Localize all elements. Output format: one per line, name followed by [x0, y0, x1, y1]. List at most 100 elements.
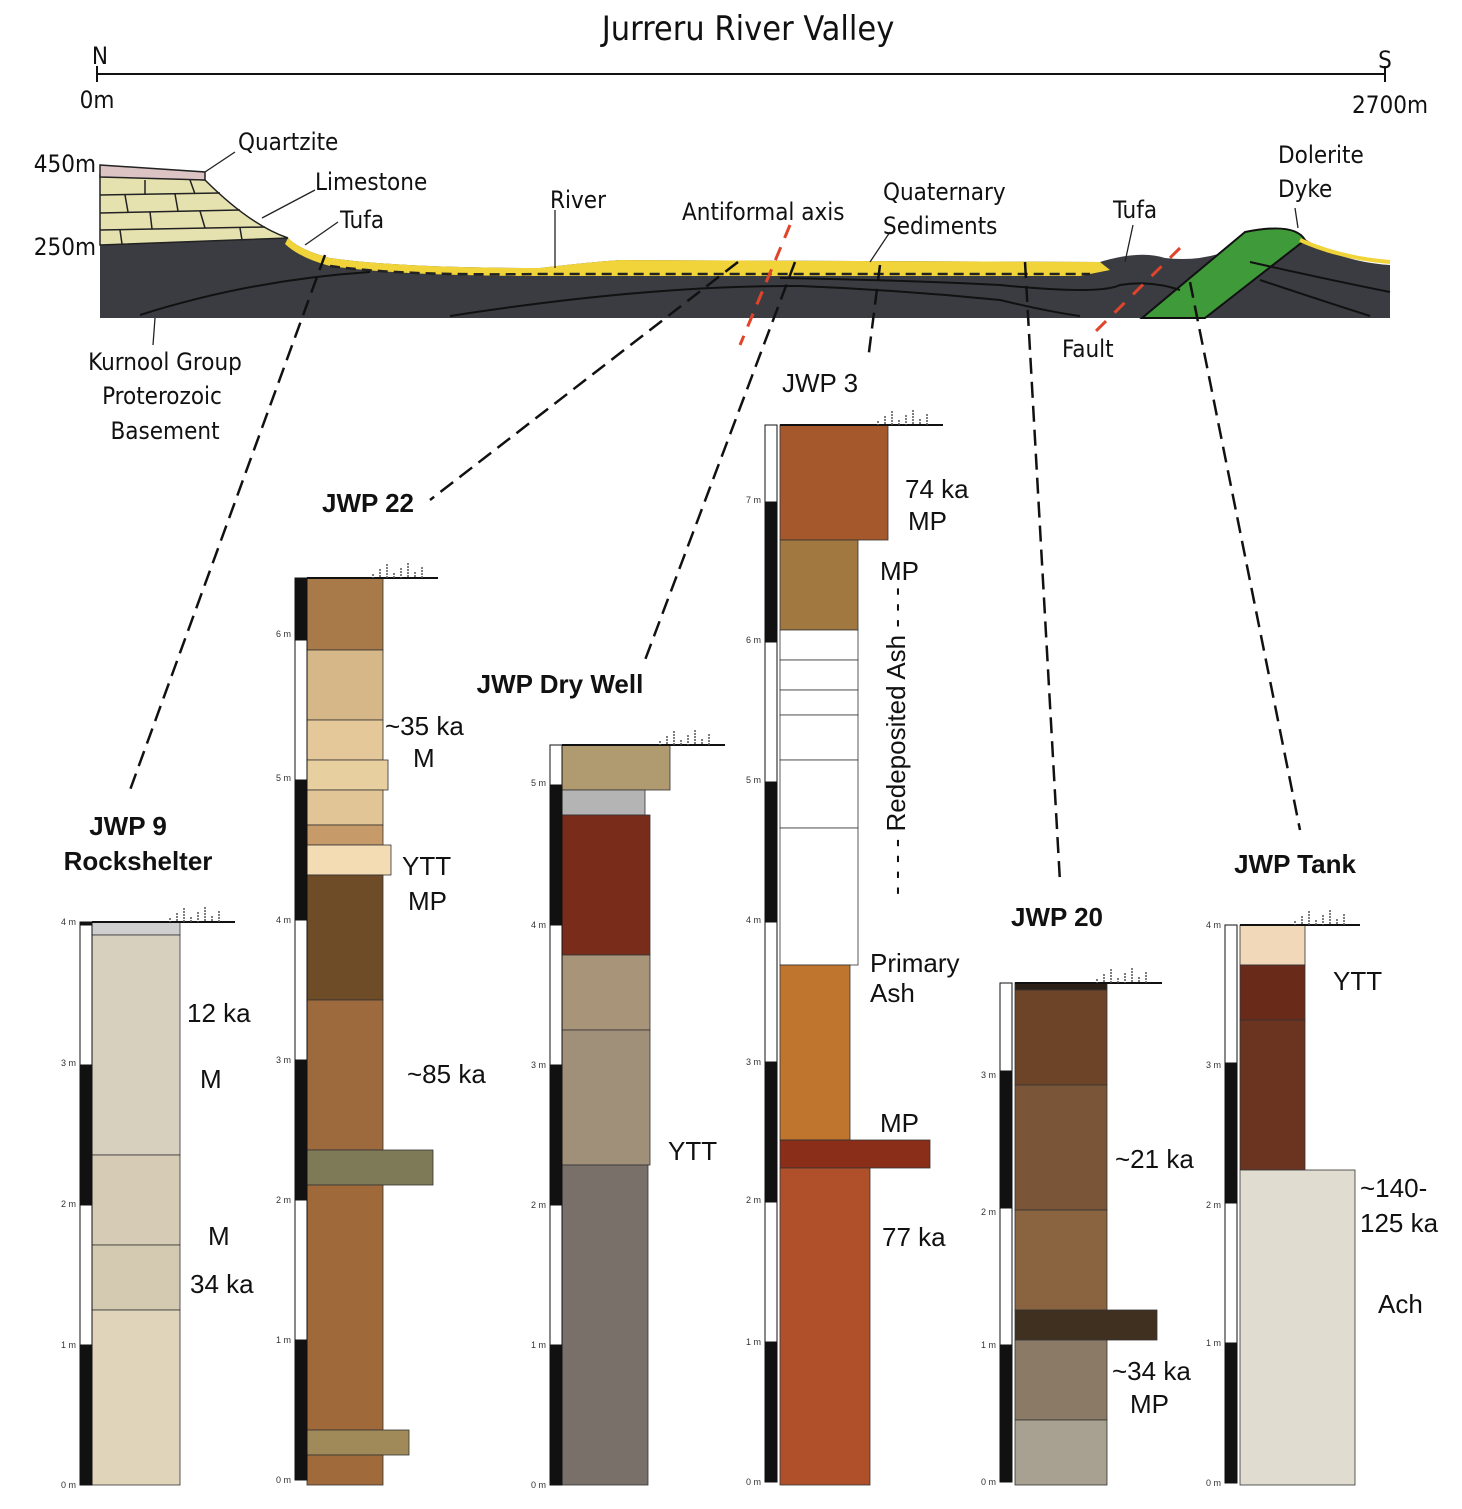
layer-jwp22-0 — [306, 577, 384, 651]
column-jwp22: 6 m5 m4 m3 m2 m1 m0 m — [276, 563, 438, 1486]
label-fault: Fault — [1062, 335, 1114, 363]
layer-jwp3-9 — [779, 1139, 931, 1169]
scale-tick-label: 5 m — [531, 778, 546, 788]
layer-jwp3-6 — [779, 759, 859, 829]
scale-bar-segment — [549, 784, 563, 926]
distance-start: 0m — [80, 86, 115, 114]
label-basement: Basement — [110, 417, 219, 445]
layer-jwp22-10 — [306, 1184, 384, 1431]
dash-right: - - - - — [881, 571, 911, 635]
scale-tick-label: 0 m — [746, 1477, 761, 1487]
scale-bar-segment — [764, 424, 778, 503]
dry-well-title: JWP Dry Well — [477, 669, 644, 699]
jwp20-title: JWP 20 — [1011, 902, 1103, 932]
scale-tick-label: 0 m — [981, 1477, 996, 1487]
layer-jwp22-4 — [306, 789, 384, 826]
layer-jwp3-5 — [779, 714, 859, 761]
layer-jwp22-3 — [306, 759, 389, 791]
layer-tank-2 — [1239, 1019, 1306, 1171]
column-tank: 4 m3 m2 m1 m0 m — [1206, 910, 1360, 1488]
scale-tick-label: 2 m — [1206, 1200, 1221, 1210]
jwp22-title: JWP 22 — [322, 488, 414, 518]
scale-bar-segment — [764, 641, 778, 783]
scale-tick-label: 2 m — [531, 1200, 546, 1210]
layer-jwp22-2 — [306, 719, 384, 761]
layer-jwp22-12 — [306, 1454, 384, 1486]
limestone-blocks — [99, 179, 266, 245]
jwp9-label-m1: M — [200, 1064, 222, 1094]
layer-jwp20-0 — [1014, 982, 1108, 991]
quartzite-layer — [99, 164, 206, 181]
scale-bar-segment — [79, 921, 93, 926]
label-dyke: Dyke — [1278, 175, 1332, 203]
jwp9-subtitle: Rockshelter — [64, 846, 213, 876]
scale-bar-segment — [294, 639, 308, 781]
scale-tick-label: 3 m — [746, 1057, 761, 1067]
jwp3-label-redeposited-ash: - - - - Redeposited Ash - - - - — [881, 571, 911, 895]
scale-bar-segment — [999, 1344, 1013, 1483]
scale-tick-label: 0 m — [531, 1480, 546, 1490]
layer-jwp3-0 — [779, 424, 889, 541]
scale-tick-label: 4 m — [746, 915, 761, 925]
scale-tick-label: 4 m — [276, 915, 291, 925]
scale-tick-label: 3 m — [531, 1060, 546, 1070]
antiformal-axis-line — [738, 224, 792, 346]
strata-lines — [139, 261, 1391, 317]
scale-tick-label: 2 m — [746, 1195, 761, 1205]
scale-bar-segment — [1224, 1062, 1238, 1204]
scale-bar-segment — [1224, 1342, 1238, 1484]
layer-jwp3-2 — [779, 629, 859, 661]
scale-bar-segment — [999, 982, 1013, 1072]
label-quartzite: Quartzite — [238, 128, 338, 156]
scale-bar-segment — [549, 1344, 563, 1486]
elevation-450: 450m — [34, 150, 96, 178]
scale-tick-label: 2 m — [276, 1195, 291, 1205]
scale-bar-segment — [764, 501, 778, 643]
sediment-base-line — [329, 264, 1090, 276]
north-label: N — [92, 42, 108, 70]
scale-tick-label: 5 m — [746, 775, 761, 785]
scale-bar-segment — [294, 577, 308, 641]
jwp22-label-85ka: ~85 ka — [407, 1059, 486, 1089]
layer-jwp20-2 — [1014, 1084, 1108, 1211]
dolerite-dyke — [1139, 227, 1307, 319]
layer-jwp3-7 — [779, 827, 859, 966]
column-connectors — [128, 254, 1302, 883]
layer-dry_well-5 — [561, 1164, 649, 1486]
layer-jwp3-10 — [779, 1167, 871, 1486]
label-sediments: Sediments — [883, 212, 997, 240]
layer-jwp22-5 — [306, 824, 384, 846]
scale-bar-segment — [79, 1204, 93, 1346]
jwp9-label-12ka: 12 ka — [187, 998, 251, 1028]
quaternary-sediments-layer — [285, 238, 1110, 276]
layer-tank-3 — [1239, 1169, 1356, 1486]
column-jwp9: 4 m3 m2 m1 m0 m — [61, 907, 235, 1490]
tank-label-140: ~140- — [1360, 1173, 1427, 1203]
scale-bar-segment — [549, 1204, 563, 1346]
scale-bar-segment — [294, 1059, 308, 1201]
scale-tick-label: 4 m — [61, 917, 76, 927]
layer-dry_well-2 — [561, 814, 651, 956]
layer-jwp9-2 — [91, 1154, 181, 1246]
scale-bar-segment — [1224, 924, 1238, 1064]
jwp20-label-34ka: ~34 ka — [1112, 1356, 1191, 1386]
dry-well-label-ytt: YTT — [668, 1136, 717, 1166]
layer-dry_well-1 — [561, 789, 646, 816]
elevation-250: 250m — [34, 233, 96, 261]
scale-tick-label: 0 m — [1206, 1478, 1221, 1488]
layer-jwp9-0 — [91, 921, 181, 936]
jwp20-label-mp: MP — [1130, 1389, 1169, 1419]
label-dolerite: Dolerite — [1278, 141, 1364, 169]
jwp3-label-ash: Ash — [870, 978, 915, 1008]
jwp3-label-primary: Primary — [870, 948, 960, 978]
layer-jwp3-4 — [779, 689, 859, 716]
scale-tick-label: 1 m — [981, 1340, 996, 1350]
scale-bar-segment — [1224, 1202, 1238, 1344]
scale-tick-label: 0 m — [61, 1480, 76, 1490]
scale-tick-label: 1 m — [746, 1337, 761, 1347]
scale-bar-segment — [764, 781, 778, 923]
layer-tank-0 — [1239, 924, 1306, 966]
layer-jwp9-1 — [91, 934, 181, 1156]
jwp22-label-m: M — [413, 743, 435, 773]
